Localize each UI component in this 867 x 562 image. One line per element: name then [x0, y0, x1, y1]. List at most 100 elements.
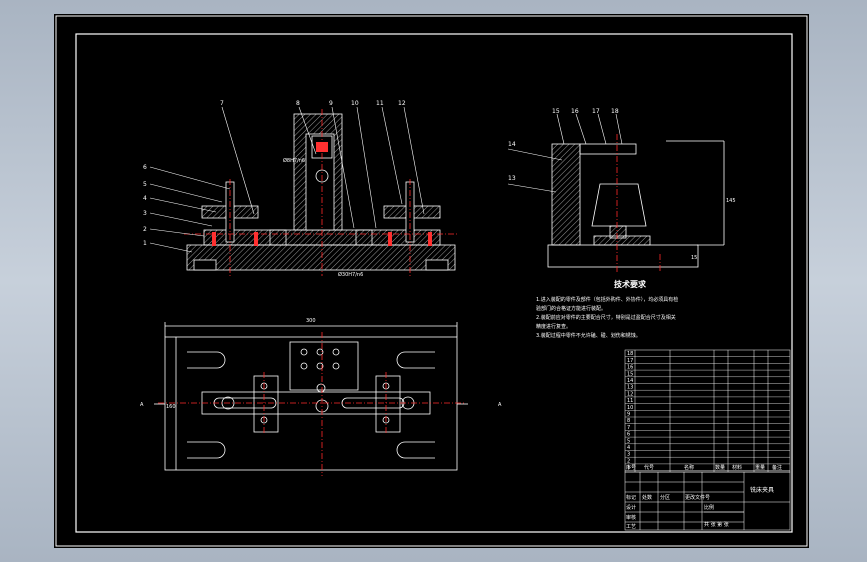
side-balloon-labels: 13 14 15 16 17 18 145 15 — [508, 108, 736, 261]
tb-zone: 分区 — [660, 494, 670, 501]
note-line-1: 1.进入装配的零件及部件（包括外购件、外协件），均必须具有检 — [536, 296, 678, 303]
bom-row-number: 5 — [627, 438, 630, 444]
cad-drawing: 1 2 3 4 5 6 7 8 9 10 11 12 Ø8H7/n6 Ø30H7… — [55, 15, 808, 547]
note-line-4: 精度进行复查。 — [536, 323, 571, 330]
plan-width-dim: 300 — [306, 318, 316, 324]
bom-row-number: 15 — [627, 371, 633, 377]
tb-title: 铣床夹具 — [750, 486, 774, 494]
balloon-18: 18 — [611, 108, 619, 115]
bom-h-note: 备注 — [772, 464, 782, 471]
bom-h-code: 代号 — [644, 464, 654, 471]
side-v-block — [591, 183, 647, 227]
plan-outline — [164, 336, 458, 471]
drawing-sheet: 1 2 3 4 5 6 7 8 9 10 11 12 Ø8H7/n6 Ø30H7… — [54, 14, 809, 548]
bom-row-number: 12 — [627, 391, 633, 397]
tb-mark: 标记 — [626, 494, 636, 501]
technical-notes: 技术要求 1.进入装配的零件及部件（包括外购件、外协件），均必须具有检 验部门的… — [536, 279, 678, 339]
u-slot-tr — [396, 351, 435, 369]
side-base — [547, 244, 699, 268]
bom-row-number: 16 — [627, 365, 633, 371]
side-balloons — [507, 113, 623, 193]
bom-h-mat: 材料 — [732, 464, 742, 471]
title-block — [624, 471, 791, 531]
bom-row-number: 2 — [627, 458, 630, 464]
bom-row-number: 9 — [627, 412, 630, 418]
note-line-5: 3.装配过程中零件不允许磕、碰、划伤和锈蚀。 — [536, 332, 641, 339]
front-bolts — [212, 142, 432, 246]
balloon-11: 11 — [376, 100, 384, 107]
balloon-2: 2 — [143, 226, 147, 233]
bom-row-number: 17 — [627, 358, 633, 364]
tb-scale: 比例 — [704, 504, 714, 511]
balloon-10: 10 — [351, 100, 359, 107]
tb-count: 处数 — [642, 494, 652, 501]
side-dim-base: 15 — [691, 255, 697, 261]
note-line-3: 2.装配前应对零件的主要配合尺寸，特别是过盈配合尺寸及相关 — [536, 314, 676, 321]
bom-row-number: 10 — [627, 405, 633, 411]
inner-frame — [75, 33, 793, 533]
bom-row-number: 8 — [627, 418, 630, 424]
front-centerlines — [184, 109, 459, 276]
section-mark-right: A — [498, 402, 502, 408]
bom-row-number: 7 — [627, 425, 630, 431]
balloon-9: 9 — [329, 100, 333, 107]
side-view — [547, 140, 725, 268]
u-slot-br — [396, 441, 435, 459]
front-balloons — [149, 106, 425, 253]
tb-process: 工艺 — [626, 524, 636, 530]
side-top-arm — [579, 143, 637, 155]
section-mark-left: A — [140, 402, 144, 408]
bom-h-qty: 数量 — [715, 464, 725, 471]
balloon-1: 1 — [143, 240, 147, 247]
outer-frame — [55, 15, 808, 547]
front-balloon-labels: 1 2 3 4 5 6 7 8 9 10 11 12 Ø8H7/n6 Ø30H7… — [143, 100, 406, 278]
bom-h-no: 序号 — [626, 464, 636, 471]
bom-row-number: 4 — [627, 445, 630, 451]
balloon-3: 3 — [143, 210, 147, 217]
bom-row-number: 13 — [627, 385, 633, 391]
tb-design: 设计 — [626, 504, 636, 511]
balloon-14: 14 — [508, 141, 516, 148]
bom-row-number: 14 — [627, 378, 633, 384]
u-slot-tl — [187, 351, 226, 369]
tb-review: 审核 — [626, 514, 636, 521]
bom-row-number: 3 — [627, 452, 630, 458]
notes-title: 技术要求 — [614, 279, 647, 289]
tb-sheet: 共 张 第 张 — [704, 521, 729, 528]
dim-fit: Ø8H7/n6 — [283, 157, 305, 164]
bom-header: 序号 代号 名称 数量 材料 重量 备注 — [626, 464, 782, 471]
tb-change: 更改文件号 — [685, 494, 710, 501]
balloon-5: 5 — [143, 181, 147, 188]
front-section-view — [186, 113, 456, 271]
balloon-7: 7 — [220, 100, 224, 107]
dim-bottom: Ø30H7/n6 — [338, 271, 363, 278]
balloon-15: 15 — [552, 108, 560, 115]
balloon-4: 4 — [143, 195, 147, 202]
plan-height-dim: 160 — [166, 404, 176, 410]
side-dim-height: 145 — [726, 198, 736, 204]
title-block-text: 标记 处数 分区 更改文件号 设计 审核 工艺 比例 共 张 第 张 铣床夹具 — [626, 486, 774, 530]
bom-row-number: 1 — [627, 465, 630, 471]
bom-row-number: 11 — [627, 398, 633, 404]
side-upright — [551, 143, 581, 246]
bom-table — [624, 349, 791, 473]
balloon-6: 6 — [143, 164, 147, 171]
side-centerlines — [616, 134, 661, 272]
u-slot-bl — [187, 441, 226, 459]
base-plate — [186, 244, 456, 271]
bom-row-number: 6 — [627, 432, 630, 438]
bom-h-wt: 重量 — [755, 464, 765, 471]
bom-h-name: 名称 — [684, 464, 694, 471]
plan-labels: 300 160 A A — [140, 318, 502, 410]
balloon-17: 17 — [592, 108, 600, 115]
balloon-16: 16 — [571, 108, 579, 115]
balloon-8: 8 — [296, 100, 300, 107]
note-line-2: 验部门的合格证方能进行装配。 — [536, 305, 606, 312]
plan-centerlines — [158, 332, 464, 476]
plan-view — [154, 322, 468, 471]
balloon-13: 13 — [508, 175, 516, 182]
balloon-12: 12 — [398, 100, 406, 107]
bom-row-number: 18 — [627, 351, 633, 357]
